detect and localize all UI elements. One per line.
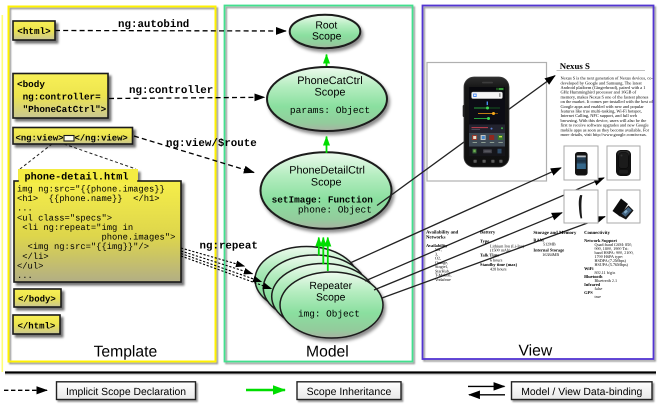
svg-text:Orange,: Orange, [435,260,448,265]
svg-text:Networks: Networks [426,234,446,240]
svg-text:PhoneCatCtrl: PhoneCatCtrl [297,75,362,87]
svg-text:Scope: Scope [315,87,346,99]
svg-text:mobile apps as soon as they be: mobile apps as soon as they become avail… [561,127,650,132]
svg-text:428 hours: 428 hours [490,266,507,271]
svg-text:setImage: Function: setImage: Function [272,195,374,206]
svg-text:Quad-band GSM: 850,: Quad-band GSM: 850, [595,242,633,247]
svg-text:Implicit Scope Declaration: Implicit Scope Declaration [66,387,186,398]
svg-text:802.11 b/g/n: 802.11 b/g/n [595,270,616,275]
svg-text:512MB: 512MB [543,242,556,247]
svg-text:Type: Type [480,239,489,244]
svg-text:img: Object: img: Object [298,309,360,320]
svg-text:GPS: GPS [584,290,593,295]
svg-text:Bluetooth 2.1: Bluetooth 2.1 [595,278,618,283]
svg-text:Model: Model [306,343,349,360]
svg-text:...: ... [17,204,33,214]
svg-text:Nexus S is the next generation: Nexus S is the next generation of Nexus … [561,76,654,81]
svg-text:Nexus S: Nexus S [560,61,590,71]
svg-text:<img ng:src="{{img}}"/>: <img ng:src="{{img}}"/> [17,242,149,252]
svg-text:Infrared: Infrared [584,282,601,287]
svg-text:Internal Storage: Internal Storage [533,248,564,253]
svg-text:Singtel,: Singtel, [435,264,448,269]
svg-text:ng:repeat: ng:repeat [200,240,258,252]
svg-text:M1,: M1, [435,247,442,252]
svg-text:RAM: RAM [533,238,544,243]
svg-text:img ng:src="{{phone.images}}: img ng:src="{{phone.images}} [17,185,165,195]
svg-text:PhoneDetailCtrl: PhoneDetailCtrl [289,165,365,177]
svg-text:developed by Google and Samsun: developed by Google and Samsung. The lat… [561,80,643,85]
svg-text:Storage and Memory: Storage and Memory [533,230,577,236]
svg-text:ng:view/$route: ng:view/$route [166,138,257,150]
svg-text:HSUPA (5.76Mbps): HSUPA (5.76Mbps) [595,262,629,267]
svg-text:memory, makes Nexus S one of t: memory, makes Nexus S one of the fastest… [561,94,649,99]
svg-text:Template: Template [94,344,158,361]
svg-text:Availability: Availability [426,243,448,248]
svg-text:(1500 mAh): (1500 mAh) [490,247,511,252]
svg-text:false: false [595,286,603,291]
svg-text:<ul class="specs">: <ul class="specs"> [17,213,112,223]
svg-text:T-Mobile,: T-Mobile, [435,273,452,278]
svg-text:<ng:view>: <ng:view> [16,134,64,144]
svg-text:true: true [595,294,602,299]
svg-text:HSDPA (7.2Mbps): HSDPA (7.2Mbps) [595,258,627,263]
svg-text:phone.images">: phone.images"> [17,233,175,243]
svg-text:browsing. With this device, us: browsing. With this device, users will a… [561,118,647,123]
svg-text:phone-detail.html: phone-detail.html [25,172,129,184]
svg-text:<html>: <html> [17,26,51,37]
svg-text:<body: <body [17,79,45,90]
svg-text:</ng:view>: </ng:view> [75,134,128,144]
svg-text:Repeater: Repeater [309,281,352,292]
svg-text:3,: 3, [435,252,438,257]
svg-text:Root: Root [315,20,337,31]
svg-text:16384MB: 16384MB [542,252,559,257]
svg-text:features like true multi-taski: features like true multi-tasking, Wi-Fi … [561,109,642,114]
svg-text:Scope Inheritance: Scope Inheritance [307,386,392,398]
svg-text:Vodafone: Vodafone [435,277,451,282]
svg-text:Internet Calling, NFC support,: Internet Calling, NFC support, and full … [561,113,638,118]
svg-text:ng:controller: ng:controller [129,85,213,97]
svg-text:ng:controller=: ng:controller= [17,92,101,103]
svg-text:<h1> {{phone.name}} </h1>: <h1> {{phone.name}} </h1> [17,194,160,204]
svg-text:...: ... [17,271,33,281]
svg-text:ng:autobind: ng:autobind [118,19,189,31]
svg-text:</ul>: </ul> [17,261,43,271]
svg-text:1700 HSPA type:: 1700 HSPA type: [595,254,624,259]
svg-text:</body>: </body> [18,295,56,305]
svg-text:View: View [518,343,552,360]
svg-text:Lithium Ion (Li-Ion): Lithium Ion (Li-Ion) [490,243,525,248]
svg-text:Talk Time: Talk Time [480,253,499,258]
svg-text:</html>: </html> [18,322,56,332]
svg-text:Availability and: Availability and [426,229,459,235]
svg-text:Scope: Scope [312,32,342,43]
svg-text:900, 1800, 1900 Tri-: 900, 1800, 1900 Tri- [595,246,630,251]
svg-text:Network Support: Network Support [584,238,617,243]
svg-text:Model / View Data-binding: Model / View Data-binding [521,387,642,398]
svg-text:params: Object: params: Object [290,105,370,116]
svg-text:StarHub,: StarHub, [435,269,450,274]
svg-text:on the market. It comes pre-in: on the market. It comes pre-installed wi… [561,99,654,104]
svg-text:Battery: Battery [480,229,496,235]
svg-text:O2,: O2, [435,256,441,261]
svg-text:Android platform (Gingerbread): Android platform (Gingerbread), paired w… [561,85,646,90]
svg-text:GHz Hummingbird processor and: GHz Hummingbird processor and 16GB of [561,90,637,95]
svg-text:<li ng:repeat="img in: <li ng:repeat="img in [17,223,133,233]
svg-text:Scope: Scope [311,177,342,189]
svg-text:Google apps and enabled with n: Google apps and enabled with new and pop… [561,104,645,109]
svg-text:6 hours: 6 hours [490,258,503,263]
svg-text:Bluetooth: Bluetooth [584,274,603,279]
svg-text:Scope: Scope [316,293,346,304]
svg-text:first to receive software upgr: first to receive software upgrades and n… [561,123,649,128]
svg-text:phone: Object: phone: Object [298,204,372,215]
svg-text:Standby time (max): Standby time (max) [480,262,518,267]
svg-text:band HSPA: 900, 2100,: band HSPA: 900, 2100, [595,250,634,255]
svg-text:more details, visit http://www: more details, visit http://www.google.co… [561,132,647,137]
svg-text:Connectivity: Connectivity [584,230,610,236]
svg-text:WiFi: WiFi [584,266,594,271]
svg-text:"PhoneCatCtrl">: "PhoneCatCtrl"> [17,104,107,115]
svg-text:</li>: </li> [17,252,49,262]
